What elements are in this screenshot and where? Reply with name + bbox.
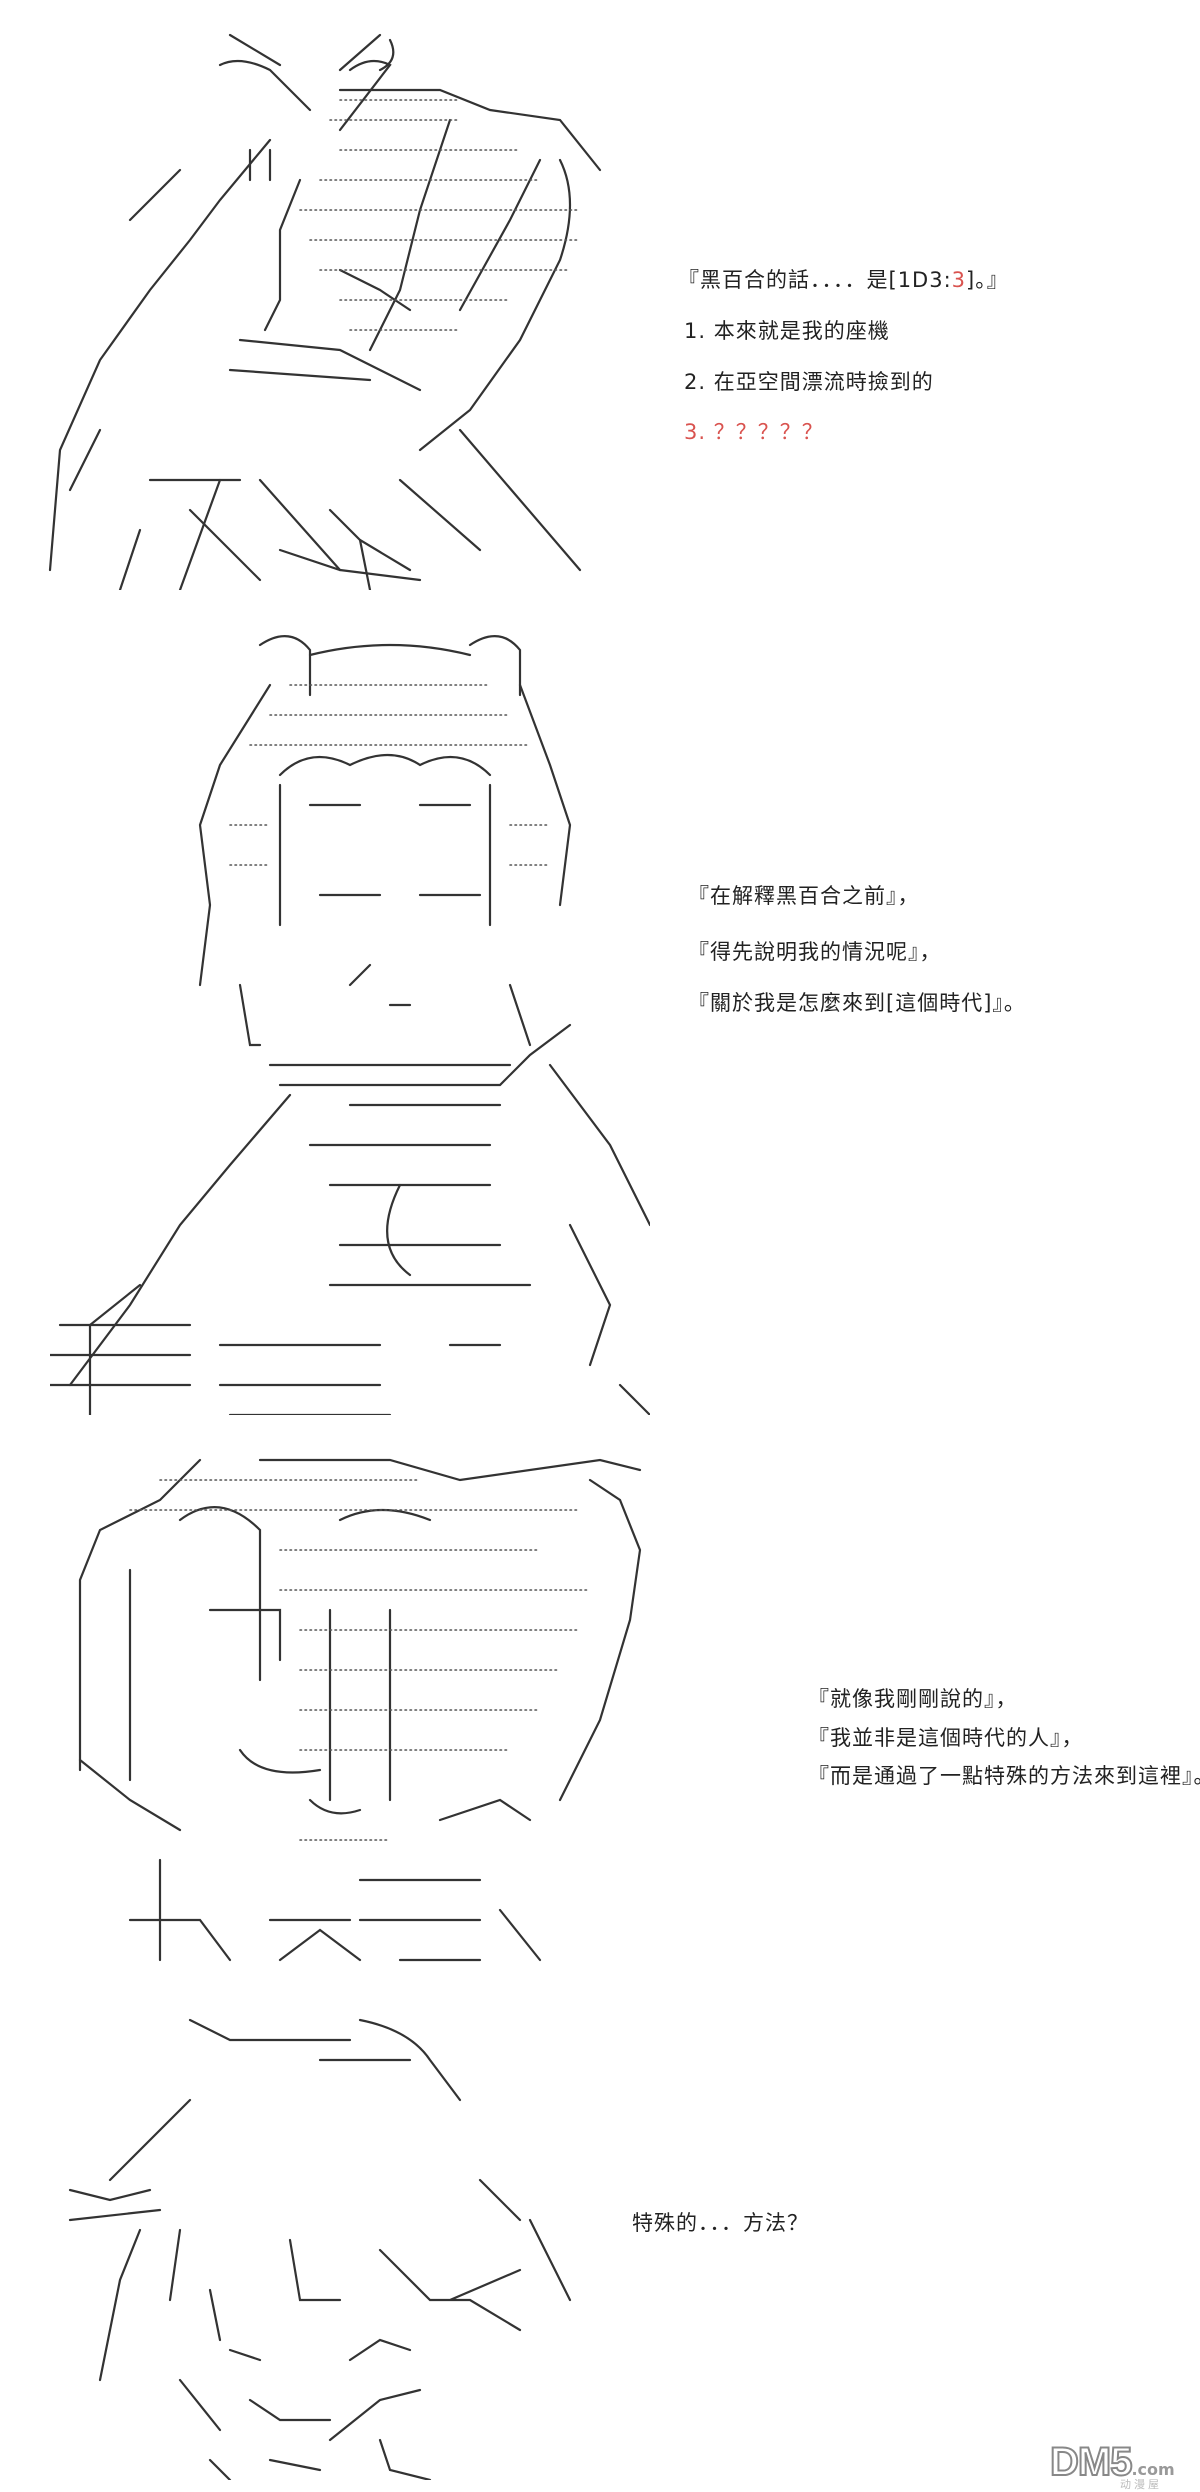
dialogue-line: 『得先說明我的情況呢』， (688, 940, 942, 964)
dm5-watermark-logo: DM5.com 动漫屋 (1049, 2439, 1195, 2491)
logo-suffix: .com (1131, 2460, 1175, 2479)
dialogue-line: 『我並非是這個時代的人』， (808, 1726, 1084, 1750)
dialogue-line: 『黑百合的話．．．．是[1D3:3]。』 (678, 270, 1009, 291)
dialogue-line: 特殊的．．．方法？ (632, 2211, 809, 2235)
ascii-art-character-thinking (50, 2000, 610, 2480)
ascii-art-character-in-hood (50, 625, 650, 1415)
dialogue-line: 『關於我是怎麼來到[這個時代]』。 (688, 991, 1026, 1015)
dialogue-text: 『黑百合的話．．．．是[1D3: (678, 268, 952, 292)
ascii-art-character-closeup (60, 1440, 660, 1970)
ascii-art-character-with-hair-ornament (40, 10, 620, 590)
dialogue-line: 『在解釋黑百合之前』， (688, 884, 920, 908)
option-1: 1. 本來就是我的座機 (684, 319, 890, 343)
option-3: 3. ？？？？？ (684, 420, 824, 444)
dialogue-line: 『而是通過了一點特殊的方法來到這裡』。 (808, 1764, 1200, 1788)
dice-result: 3 (951, 268, 967, 292)
logo-brand: DM5 (1049, 2439, 1133, 2485)
logo-subtitle: 动漫屋 (1120, 2478, 1162, 2491)
dialogue-line: 『就像我剛剛說的』， (808, 1687, 1018, 1711)
option-2: 2. 在亞空間漂流時撿到的 (684, 370, 934, 394)
dialogue-text: ]。』 (966, 268, 1009, 292)
